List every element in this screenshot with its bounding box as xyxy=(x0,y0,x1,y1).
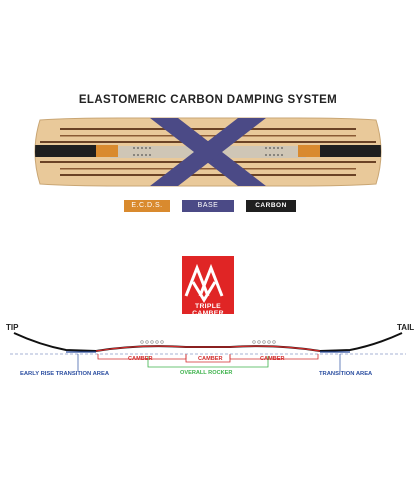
camber-center-label: CAMBER xyxy=(198,356,223,362)
transition-area-label: TRANSITION AREA xyxy=(319,371,373,377)
overall-rocker-label: OVERALL ROCKER xyxy=(180,370,233,376)
camber-left-label: CAMBER xyxy=(128,356,153,362)
legend-carbon-fiber: CARBON FIBER xyxy=(246,200,296,221)
legend-ecds: E.C.D.S. xyxy=(124,200,170,212)
snowboard-top-view xyxy=(34,117,382,187)
camber-profile xyxy=(10,332,406,371)
tip-label: TIP xyxy=(6,323,19,332)
logo-caption: TRIPLE CAMBER xyxy=(192,303,224,317)
triple-camber-logo xyxy=(182,256,234,314)
diagram-title: ELASTOMERIC CARBON DAMPING SYSTEM xyxy=(78,94,338,106)
early-rise-label: EARLY RISE TRANSITION AREA xyxy=(20,371,110,377)
camber-right-label: CAMBER xyxy=(260,356,285,362)
legend-base-carbon: BASE CARBON xyxy=(182,200,234,221)
tail-label: TAIL xyxy=(397,323,415,332)
